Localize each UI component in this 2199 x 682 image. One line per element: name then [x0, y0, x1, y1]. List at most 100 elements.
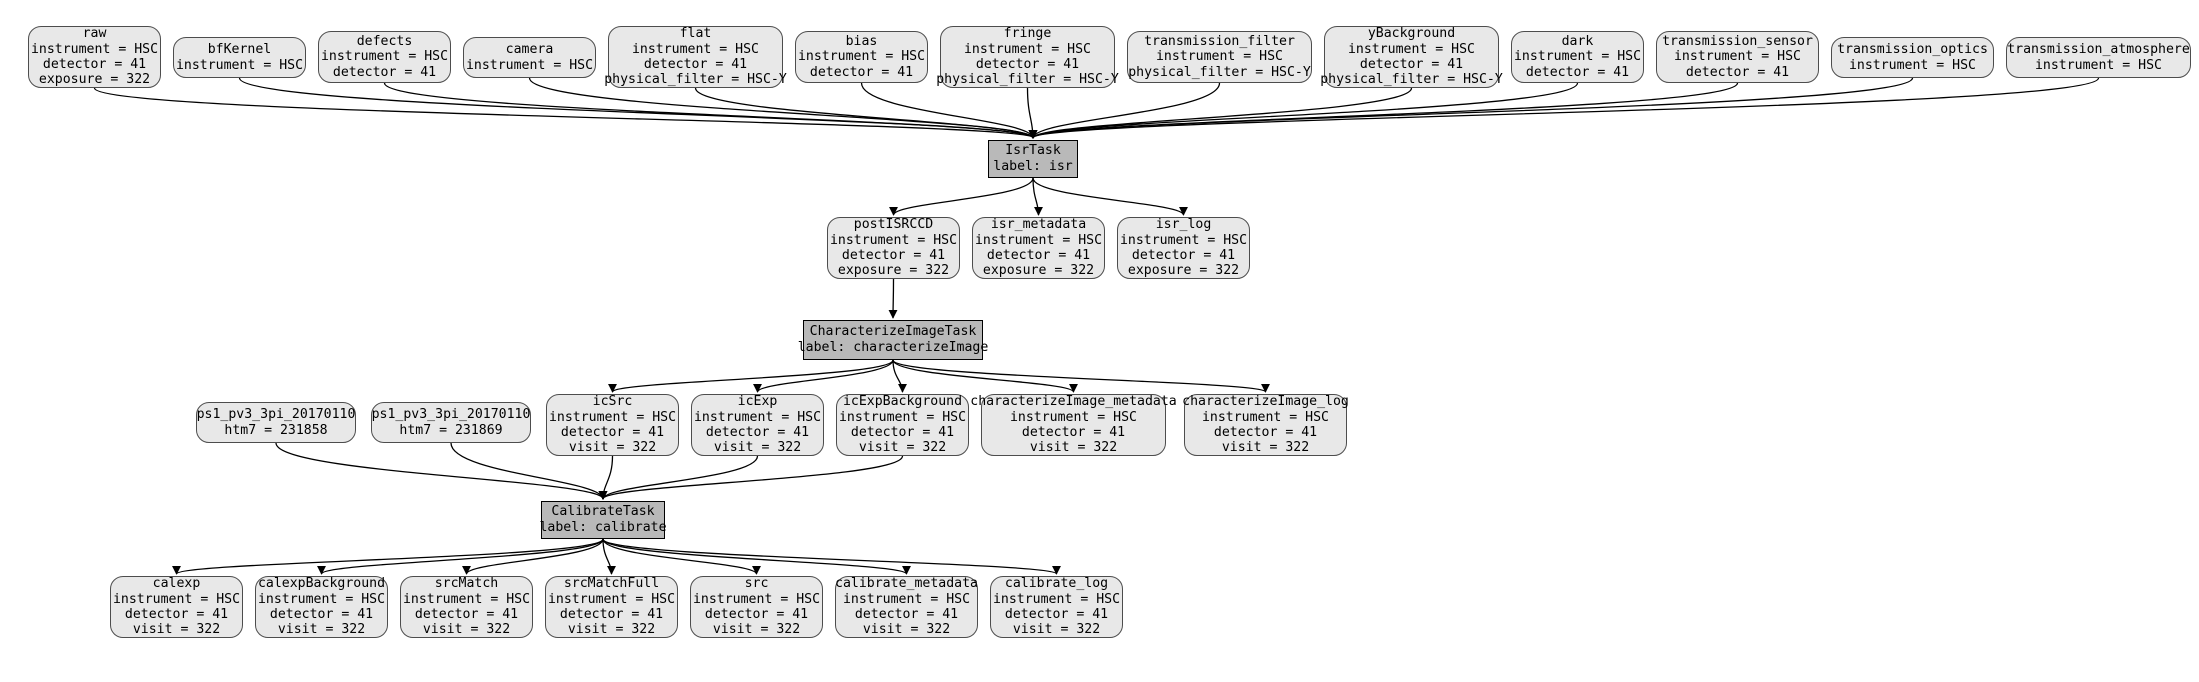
- node-line: htm7 = 231869: [399, 422, 503, 438]
- node-line: fringe: [1003, 26, 1052, 42]
- node-line: bfKernel: [207, 42, 272, 58]
- graph-edge: [93, 87, 1038, 139]
- graph-edge: [1028, 87, 1413, 139]
- node-line: instrument = HSC: [112, 591, 241, 607]
- node-line: CharacterizeImageTask: [809, 323, 977, 339]
- node-line: detector = 41: [560, 425, 665, 440]
- node-line: instrument = HSC: [838, 409, 967, 425]
- node-line: visit = 322: [567, 622, 656, 638]
- graph-edge: [608, 359, 894, 393]
- node-line: dark: [1561, 33, 1594, 49]
- node-line: label: characterizeImage: [797, 340, 989, 355]
- node-line: instrument = HSC: [1155, 49, 1284, 65]
- node-line: detector = 41: [269, 607, 374, 622]
- node-line: calexp: [152, 576, 201, 592]
- node-line: srcMatch: [434, 576, 499, 592]
- node-line: visit = 322: [858, 440, 947, 456]
- graph-edge: [1026, 87, 1038, 139]
- graph-edge: [892, 359, 1270, 393]
- node-line: instrument = HSC: [1201, 409, 1330, 425]
- node-line: ps1_pv3_3pi_20170110: [371, 407, 531, 423]
- graph-edge: [892, 359, 908, 393]
- node-line: visit = 322: [1221, 440, 1310, 456]
- node-line: icExp: [737, 394, 778, 410]
- node-line: detector = 41: [975, 57, 1080, 72]
- node-line: transmission_sensor: [1662, 33, 1813, 49]
- node-line: instrument = HSC: [320, 49, 449, 65]
- node-line: camera: [505, 42, 554, 58]
- node-line: detector = 41: [704, 607, 809, 622]
- graph-edge: [753, 359, 894, 393]
- node-line: instrument = HSC: [797, 49, 926, 65]
- node-line: physical_filter = HSC-Y: [936, 72, 1119, 88]
- node-line: instrument = HSC: [257, 591, 386, 607]
- node-line: transmission_atmosphere: [2007, 42, 2190, 58]
- node-line: instrument = HSC: [548, 409, 677, 425]
- node-line: calibrate_log: [1004, 576, 1109, 592]
- graph-edge: [888, 278, 898, 319]
- node-line: transmission_filter: [1144, 33, 1295, 49]
- node-line: label: calibrate: [539, 520, 667, 535]
- node-line: visit = 322: [712, 622, 801, 638]
- node-line: instrument = HSC: [175, 57, 304, 73]
- node-line: detector = 41: [1525, 64, 1630, 80]
- graph-edge: [1028, 77, 2100, 139]
- node-line: src: [744, 576, 769, 592]
- node-line: CalibrateTask: [551, 503, 655, 519]
- graph-edge: [383, 82, 1038, 139]
- node-line: htm7 = 231858: [224, 422, 328, 438]
- graph-edge: [889, 177, 1034, 216]
- graph-edge: [694, 87, 1038, 139]
- node-line: detector = 41: [705, 425, 810, 440]
- node-line: srcMatchFull: [563, 576, 660, 592]
- node-line: visit = 322: [1029, 440, 1118, 456]
- node-line: instrument = HSC: [692, 591, 821, 607]
- node-line: ps1_pv3_3pi_20170110: [196, 407, 356, 423]
- node-line: icSrc: [592, 394, 633, 410]
- node-line: visit = 322: [568, 440, 657, 456]
- node-line: visit = 322: [1012, 622, 1101, 638]
- node-line: detector = 41: [850, 425, 955, 440]
- node-line: detector = 41: [841, 248, 946, 263]
- node-line: flat: [679, 26, 712, 42]
- graph-edge: [462, 538, 604, 575]
- node-line: raw: [82, 26, 107, 42]
- graph-edge: [598, 455, 759, 500]
- node-line: calexpBackground: [257, 576, 386, 592]
- node-line: visit = 322: [132, 622, 221, 638]
- node-line: detector = 41: [1004, 607, 1109, 622]
